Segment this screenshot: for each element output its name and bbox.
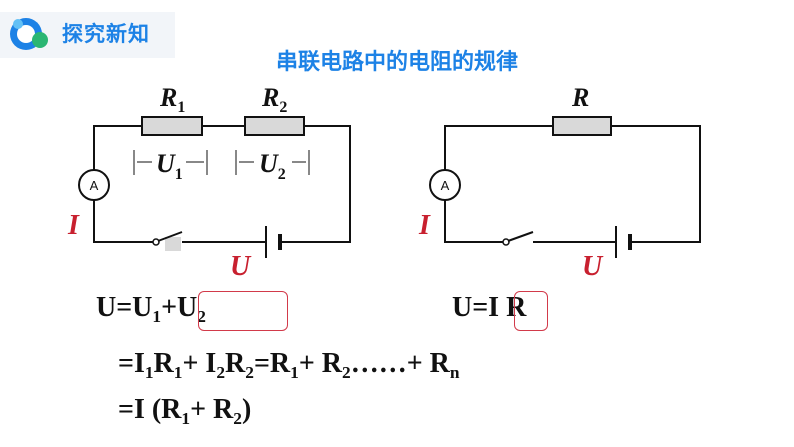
switch-left-icon <box>152 231 183 251</box>
ammeter-left-icon <box>78 169 110 201</box>
resistor-r1 <box>141 116 203 136</box>
current-label-right: I <box>418 210 431 241</box>
voltage-label-left: U <box>230 251 252 282</box>
equation-line-1: U=U1+U2 <box>96 292 206 327</box>
r-label: R <box>571 83 589 112</box>
switch-right-icon <box>502 231 534 246</box>
left-circuit-wires <box>93 125 351 243</box>
r1-label: R1 <box>159 83 185 116</box>
ammeter-right-icon <box>429 169 461 201</box>
equation-line-3: =I (R1+ R2) <box>118 394 252 429</box>
right-circuit-wires <box>444 125 701 243</box>
section-title: 探究新知 <box>62 22 150 46</box>
ammeter-right-label: A <box>441 178 450 193</box>
ammeter-left-label: A <box>90 178 99 193</box>
voltage-bracket-u1 <box>133 150 208 175</box>
u1-label: U1 <box>156 149 183 183</box>
u2-label: U2 <box>259 149 286 183</box>
highlight-box-left <box>198 291 288 331</box>
battery-left-icon <box>265 226 282 258</box>
equation-line-2: =I1R1+ I2R2=R1+ R2……+ Rn <box>118 348 460 383</box>
voltage-label-right: U <box>582 251 604 282</box>
battery-right-icon <box>615 226 632 258</box>
equation-right: U=I R <box>452 292 527 323</box>
logo-icon <box>10 18 48 50</box>
resistor-r2 <box>244 116 305 136</box>
r2-label: R2 <box>261 83 287 116</box>
resistor-r <box>552 116 612 136</box>
page-title: 串联电路中的电阻的规律 <box>275 50 518 75</box>
highlight-box-right <box>514 291 548 331</box>
voltage-bracket-u2 <box>235 150 310 175</box>
current-label-left: I <box>67 210 80 241</box>
